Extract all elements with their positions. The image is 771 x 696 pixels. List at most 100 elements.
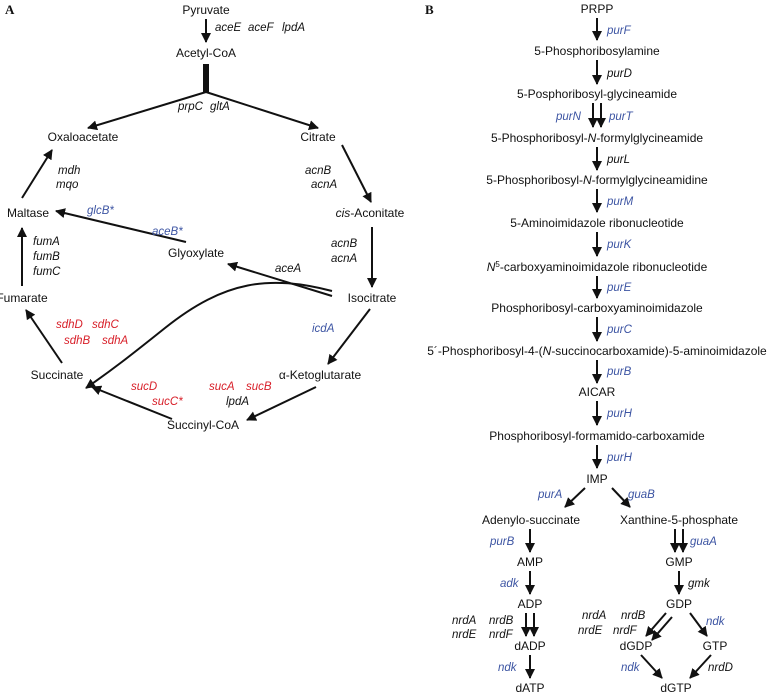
metabolite-glycineamide: 5-Posphoribosyl-glycineamide — [517, 87, 677, 101]
arrow-to-oxaloacetate — [87, 91, 207, 131]
panel-a-label: A — [5, 2, 15, 17]
gene-purB-1: purB — [606, 366, 632, 378]
gene-fumA: fumA — [33, 236, 60, 248]
metabolite-xanthine-5-phosphate: Xanthine-5-phosphate — [620, 513, 738, 527]
gene-aceF: aceF — [248, 22, 275, 34]
metabolite-phosphoribosylamine: 5-Phosphoribosylamine — [534, 44, 660, 58]
gene-nrdE-2: nrdE — [578, 625, 603, 637]
gene-mdh: mdh — [58, 165, 80, 177]
gene-purH-1: purH — [606, 408, 633, 420]
metabolite-amp: AMP — [517, 555, 543, 569]
gene-mqo: mqo — [56, 179, 79, 191]
gene-sdhC: sdhC — [92, 319, 120, 331]
metabolite-cis-aconitate: cis-Aconitate — [336, 206, 405, 220]
metabolite-carboxyaminoimidazole: Phosphoribosyl-carboxyaminoimidazole — [491, 301, 703, 315]
metabolite-aminoimidazole-ribonucleotide: 5-Aminoimidazole ribonucleotide — [510, 216, 684, 230]
arrow-succinate-fumarate — [25, 309, 63, 364]
metabolite-alpha-ketoglutarate: α-Ketoglutarate — [279, 368, 362, 382]
gene-sucD: sucD — [131, 381, 157, 393]
gene-purA: purA — [537, 489, 563, 501]
gene-sdhA: sdhA — [102, 335, 129, 347]
gene-purB-2: purB — [489, 536, 515, 548]
gene-nrdF-1: nrdF — [489, 629, 514, 641]
panel-b-arrows — [521, 18, 712, 679]
gene-nrdB-1: nrdB — [489, 615, 514, 627]
gene-purC: purC — [606, 324, 633, 336]
gene-purH-2: purH — [606, 452, 633, 464]
gene-guaA: guaA — [690, 536, 717, 548]
gene-nrdD: nrdD — [708, 662, 733, 674]
metabolite-adenylo-succinate: Adenylo-succinate — [482, 513, 580, 527]
gene-acnB-2: acnB — [331, 238, 358, 250]
gene-aceE: aceE — [215, 22, 242, 34]
gene-aceA: aceA — [275, 263, 302, 275]
gene-glcB: glcB* — [87, 205, 114, 217]
arrow-isocitrate-akg — [327, 308, 371, 365]
gene-sucC: sucC* — [152, 396, 183, 408]
gene-lpdA-2: lpdA — [226, 396, 249, 408]
gene-purT: purT — [608, 111, 634, 123]
gene-purE: purE — [606, 282, 632, 294]
metabolite-carboxyaminoimidazole-ribonucleotide: N5-carboxyaminoimidazole ribonucleotide — [487, 260, 708, 275]
gene-aceB: aceB* — [152, 226, 183, 238]
metabolite-dadp: dADP — [514, 639, 545, 653]
metabolite-dgtp: dGTP — [660, 681, 691, 695]
panel-b-label: B — [425, 2, 434, 17]
metabolite-gtp: GTP — [703, 639, 728, 653]
arrow-isocitrate-glyoxylate — [227, 261, 333, 297]
gene-fumC: fumC — [33, 266, 61, 278]
gene-purL: purL — [606, 154, 630, 166]
gene-ndk-dgtp: ndk — [621, 662, 641, 674]
gene-fumB: fumB — [33, 251, 60, 263]
arrow-citrate-aconitate — [341, 144, 372, 203]
gene-sdhB: sdhB — [64, 335, 91, 347]
metabolite-datp: dATP — [515, 681, 544, 695]
metabolite-oxaloacetate: Oxaloacetate — [48, 130, 119, 144]
gene-sucB: sucB — [246, 381, 272, 393]
gene-acnB-1: acnB — [305, 165, 332, 177]
metabolite-succinate: Succinate — [31, 368, 84, 382]
metabolite-glyoxylate: Glyoxylate — [168, 246, 224, 260]
gene-purK: purK — [606, 239, 633, 251]
metabolite-formamido-carboxamide: Phosphoribosyl-formamido-carboxamide — [489, 429, 705, 443]
metabolite-formylglycineamidine: 5-Phosphoribosyl-N-formylglycineamidine — [486, 173, 708, 187]
metabolite-imp: IMP — [586, 472, 607, 486]
metabolite-acetyl-coa: Acetyl-CoA — [176, 46, 236, 60]
arrow-glyoxylate-maltase — [55, 208, 187, 243]
gene-acnA-1: acnA — [311, 179, 338, 191]
gene-guaB: guaB — [628, 489, 655, 501]
metabolite-pyruvate: Pyruvate — [182, 3, 230, 17]
gene-purM: purM — [606, 196, 634, 208]
gene-purN: purN — [555, 111, 582, 123]
gene-prpC: prpC — [177, 101, 204, 113]
gene-sdhD: sdhD — [56, 319, 83, 331]
gene-icdA: icdA — [312, 323, 335, 335]
metabolite-fumarate: Fumarate — [0, 291, 48, 305]
gene-nrdA-2: nrdA — [582, 610, 607, 622]
gene-ndk-datp: ndk — [498, 662, 518, 674]
metabolite-citrate: Citrate — [300, 130, 336, 144]
metabolite-succinocarboxamide: 5´-Phosphoribosyl-4-(N-succinocarboxamid… — [427, 344, 767, 358]
gene-purF: purF — [606, 25, 632, 37]
thick-bar — [203, 64, 209, 92]
arrow-akg-succinylcoa — [246, 386, 317, 421]
metabolite-formylglycineamide: 5-Phosphoribosyl-N-formylglycineamide — [491, 131, 703, 145]
arrow-isocitrate-succinate — [85, 281, 333, 389]
metabolite-adp: ADP — [518, 597, 543, 611]
gene-nrdA-1: nrdA — [452, 615, 477, 627]
gene-adk: adk — [500, 578, 520, 590]
arrow-maltase-oxaloacetate — [21, 149, 53, 199]
gene-nrdF-2: nrdF — [613, 625, 638, 637]
metabolite-succinyl-coa: Succinyl-CoA — [167, 418, 239, 432]
metabolite-aicar: AICAR — [579, 385, 616, 399]
gene-gltA: gltA — [210, 101, 230, 113]
gene-acnA-2: acnA — [331, 253, 358, 265]
gene-sucA: sucA — [209, 381, 235, 393]
arrow-succinylcoa-succinate — [91, 385, 173, 420]
arrow-to-citrate — [205, 91, 319, 131]
metabolite-gdp: GDP — [666, 597, 692, 611]
gene-purD: purD — [606, 68, 632, 80]
gene-lpdA: lpdA — [282, 22, 305, 34]
metabolite-gmp: GMP — [665, 555, 692, 569]
